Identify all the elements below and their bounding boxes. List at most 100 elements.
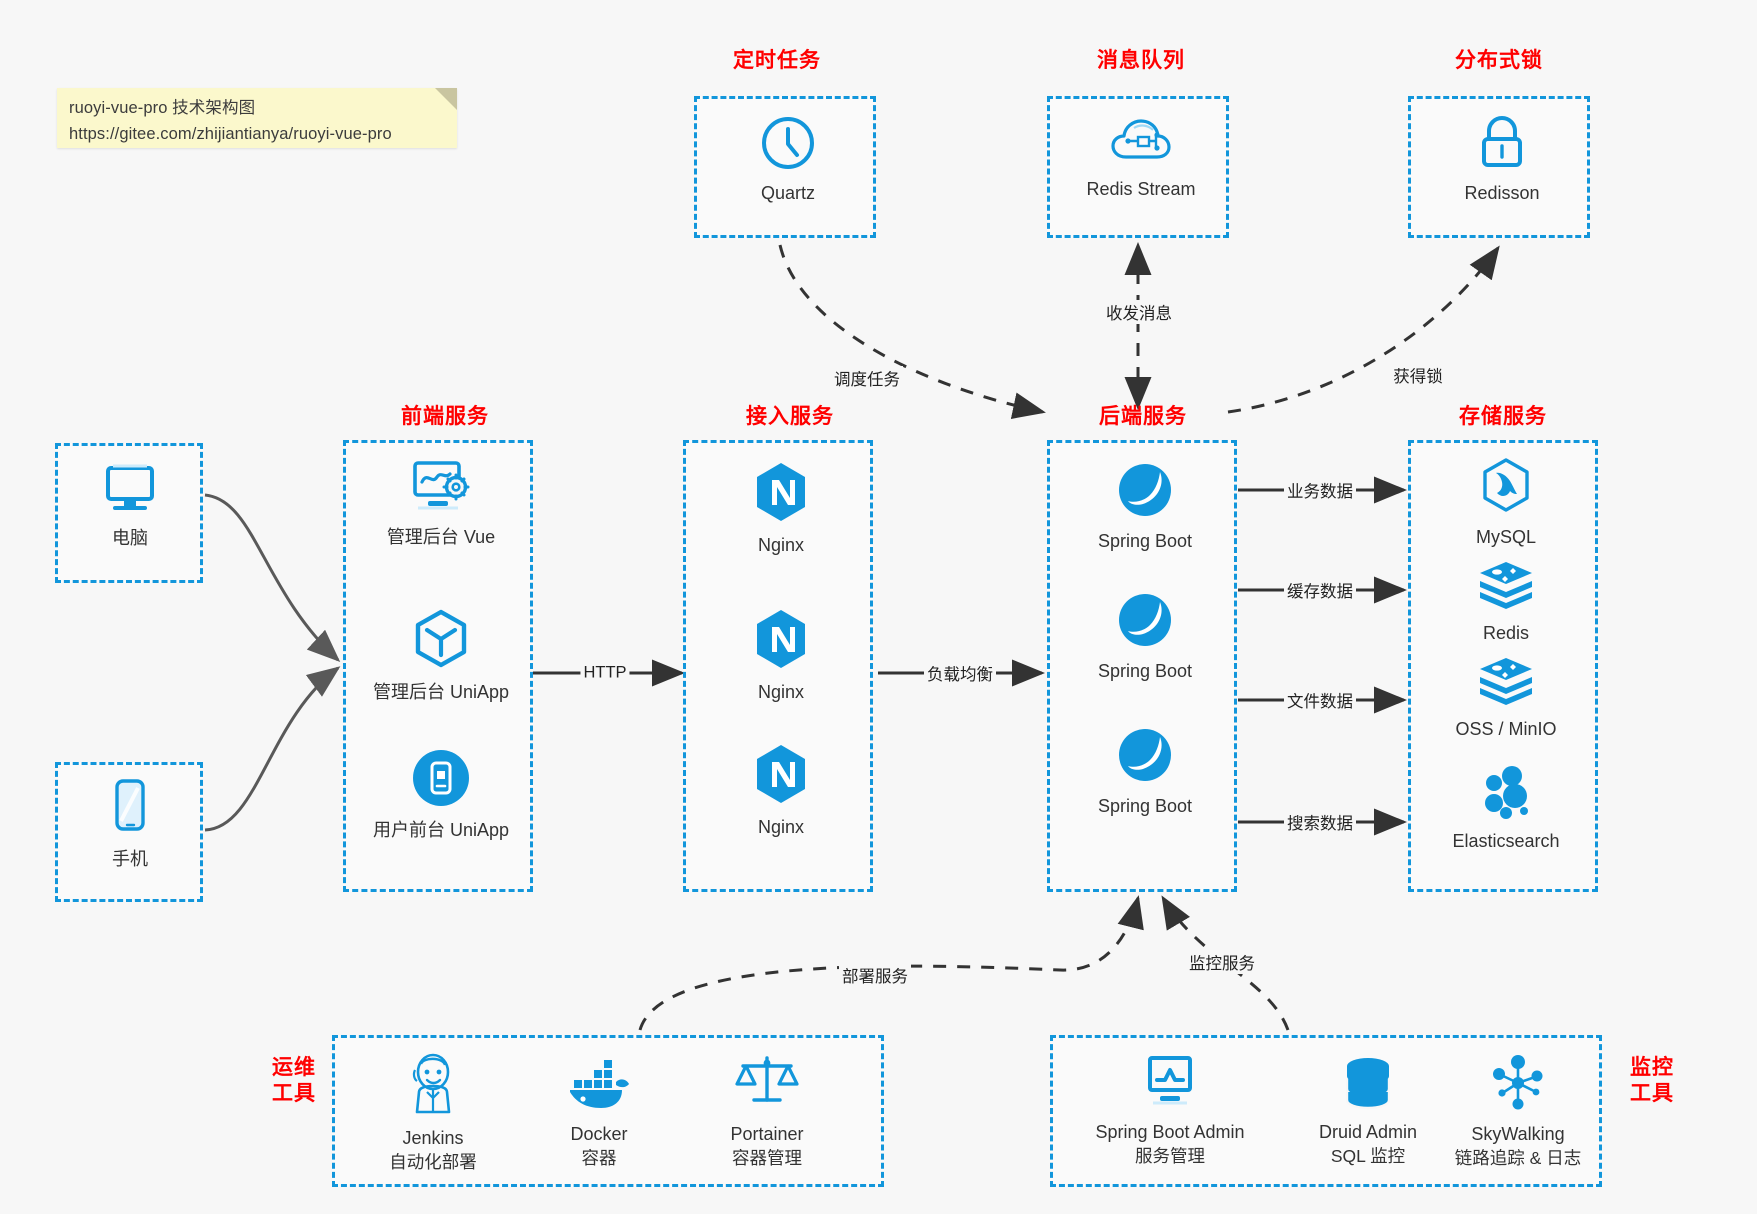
group-box-gateway: Nginx Nginx Nginx: [683, 440, 873, 892]
edge-label-business-data: 业务数据: [1284, 478, 1356, 502]
node-jenkins[interactable]: Jenkins 自动化部署: [359, 1052, 507, 1174]
node-label: Redis: [1482, 623, 1530, 643]
group-title-scheduler: 定时任务: [733, 49, 821, 72]
group-title-storage: 存储服务: [1459, 405, 1547, 428]
node-skywalking[interactable]: SkyWalking 链路追踪 & 日志: [1438, 1054, 1598, 1170]
monitor-chart-icon: [1139, 1052, 1201, 1115]
note-url: https://gitee.com/zhijiantianya/ruoyi-vu…: [69, 124, 392, 143]
node-label: Spring Boot: [1097, 661, 1193, 681]
edge-label-send-receive-message: 收发消息: [1103, 300, 1175, 324]
group-box-mobile-client: 手机: [55, 762, 203, 902]
node-label: Redis Stream: [1086, 179, 1196, 199]
edge-label-monitor-service: 监控服务: [1186, 950, 1258, 974]
group-title-lock: 分布式锁: [1455, 49, 1543, 72]
desktop-monitor-icon: [99, 460, 161, 521]
node-mobile[interactable]: 手机: [82, 777, 178, 872]
edge-label-http: HTTP: [580, 663, 630, 683]
edge-schedule-task: [778, 244, 1046, 419]
node-label: Nginx: [757, 817, 805, 837]
node-label: MySQL: [1475, 527, 1536, 547]
node-nginx-2[interactable]: Nginx: [721, 608, 841, 705]
edge-acquire-lock: [1227, 245, 1500, 414]
node-label: Spring Boot: [1097, 531, 1193, 551]
node-label: Elasticsearch: [1452, 831, 1560, 851]
node-druid-admin[interactable]: Druid Admin SQL 监控: [1293, 1056, 1443, 1168]
group-box-scheduler: Quartz: [694, 96, 876, 238]
node-portainer[interactable]: Portainer 容器管理: [687, 1052, 847, 1170]
mobile-phone-icon: [107, 777, 153, 842]
oss-minio-icon: [1477, 655, 1535, 712]
app-phone-icon: [411, 748, 471, 813]
group-title-gateway: 接入服务: [746, 405, 834, 428]
node-nginx-3[interactable]: Nginx: [721, 743, 841, 840]
node-spring-boot-admin[interactable]: Spring Boot Admin 服务管理: [1065, 1052, 1275, 1168]
jenkins-butler-icon: [403, 1052, 463, 1121]
node-desc: 容器: [581, 1147, 617, 1168]
edge-label-cache-data: 缓存数据: [1284, 578, 1356, 602]
node-admin-uniapp[interactable]: 管理后台 UniApp: [361, 608, 521, 705]
group-title-monitor-line2: 工具: [1630, 1081, 1674, 1105]
group-box-frontend: 管理后台 Vue 管理后台 UniApp 用户前台 UniApp: [343, 440, 533, 892]
padlock-icon: [1475, 113, 1529, 176]
node-spring-boot-2[interactable]: Spring Boot: [1065, 591, 1225, 684]
node-desc: 容器管理: [732, 1147, 802, 1168]
node-label: 手机: [112, 849, 148, 869]
node-name: Portainer: [730, 1124, 804, 1144]
node-name: SkyWalking: [1471, 1124, 1565, 1144]
node-docker[interactable]: Docker 容器: [525, 1058, 673, 1170]
group-title-monitor-line1: 监控: [1630, 1056, 1674, 1079]
group-title-monitor: 监控 工具: [1613, 1055, 1691, 1106]
elasticsearch-icon: [1477, 763, 1535, 824]
info-note: ruoyi-vue-pro 技术架构图 https://gitee.com/zh…: [57, 88, 457, 148]
note-fold-corner: [435, 88, 457, 110]
group-box-backend: Spring Boot Spring Boot Spring Boot: [1047, 440, 1237, 892]
group-box-mq: Redis Stream: [1047, 96, 1229, 238]
group-box-devops: Jenkins 自动化部署: [332, 1035, 884, 1187]
node-desc: 服务管理: [1135, 1145, 1205, 1166]
node-user-uniapp[interactable]: 用户前台 UniApp: [361, 748, 521, 843]
database-stack-icon: [1340, 1056, 1396, 1115]
node-desc: 链路追踪 & 日志: [1454, 1147, 1582, 1168]
node-name: Spring Boot Admin: [1095, 1122, 1245, 1142]
node-quartz[interactable]: Quartz: [738, 115, 838, 206]
node-redisson[interactable]: Redisson: [1452, 113, 1552, 206]
node-label: OSS / MinIO: [1455, 719, 1557, 739]
group-title-mq: 消息队列: [1097, 49, 1185, 72]
portainer-scales-icon: [734, 1052, 800, 1117]
node-label: Nginx: [757, 535, 805, 555]
node-spring-boot-1[interactable]: Spring Boot: [1065, 461, 1225, 554]
group-title-devops-line2: 工具: [272, 1081, 316, 1105]
skywalking-node-icon: [1487, 1054, 1549, 1117]
node-oss-minio[interactable]: OSS / MinIO: [1426, 655, 1586, 742]
node-name: Jenkins: [402, 1128, 464, 1148]
nginx-icon: [753, 743, 809, 810]
node-nginx-1[interactable]: Nginx: [721, 461, 841, 558]
node-elasticsearch[interactable]: Elasticsearch: [1426, 763, 1586, 854]
group-box-storage: MySQL Redis: [1408, 440, 1598, 892]
spring-boot-icon: [1116, 461, 1174, 524]
group-title-frontend: 前端服务: [401, 405, 489, 428]
redis-icon: [1477, 559, 1535, 616]
node-admin-vue[interactable]: 管理后台 Vue: [361, 457, 521, 550]
node-label: 管理后台 UniApp: [372, 682, 510, 702]
node-redis[interactable]: Redis: [1426, 559, 1586, 646]
node-spring-boot-3[interactable]: Spring Boot: [1065, 726, 1225, 819]
edge-label-deploy-service: 部署服务: [839, 963, 911, 987]
group-title-devops: 运维 工具: [255, 1055, 333, 1106]
node-name: Docker: [570, 1124, 628, 1144]
mysql-icon: [1479, 457, 1533, 520]
node-desc: 自动化部署: [389, 1151, 477, 1172]
group-title-backend: 后端服务: [1099, 405, 1187, 428]
group-box-desktop-client: 电脑: [55, 443, 203, 583]
node-redis-stream[interactable]: Redis Stream: [1071, 115, 1211, 202]
nginx-icon: [753, 461, 809, 528]
node-label: 电脑: [112, 528, 148, 548]
node-label: 用户前台 UniApp: [372, 820, 510, 840]
node-mysql[interactable]: MySQL: [1426, 457, 1586, 550]
spring-boot-icon: [1116, 591, 1174, 654]
edge-label-schedule-task: 调度任务: [831, 366, 903, 390]
group-title-devops-line1: 运维: [272, 1056, 316, 1079]
node-desktop[interactable]: 电脑: [82, 460, 178, 551]
cloud-stream-icon: [1110, 115, 1172, 172]
clock-icon: [760, 115, 816, 176]
